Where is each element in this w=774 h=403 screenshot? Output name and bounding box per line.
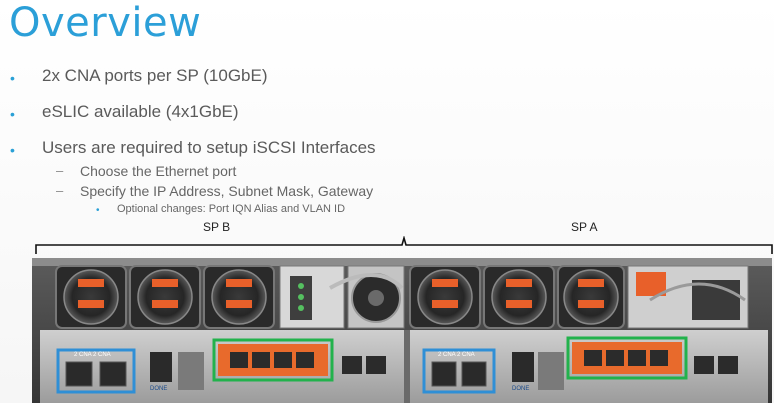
sub-sub-bullet-optional-changes: Optional changes: Port IQN Alias and VLA…	[117, 203, 346, 215]
cna-port-label-sp-a: 2 CNA 2 CNA	[438, 352, 475, 358]
dash-marker: –	[56, 183, 64, 198]
sp-b-label: SP B	[203, 220, 231, 234]
sp-b-ports	[56, 338, 386, 394]
bullet-marker-small: •	[96, 205, 100, 216]
bullet-marker: •	[10, 106, 15, 122]
sub-bullet-ethernet-port: Choose the Ethernet port	[80, 163, 237, 179]
done-label-sp-b: DONE	[150, 386, 168, 392]
sub-bullet-ip-settings: Specify the IP Address, Subnet Mask, Gat…	[80, 183, 374, 199]
bullet-eslic: eSLIC available (4x1GbE)	[42, 102, 239, 121]
cna-highlight-sp-b	[56, 348, 136, 394]
cna-port-label-sp-b: 2 CNA 2 CNA	[74, 352, 111, 358]
dash-marker: –	[56, 163, 64, 178]
power-module-sp-b	[279, 265, 405, 329]
fan-module-sp-a	[409, 265, 625, 329]
bullet-marker: •	[10, 70, 15, 86]
bullet-cna-ports: 2x CNA ports per SP (10GbE)	[42, 66, 268, 85]
bullet-iscsi-setup: Users are required to setup iSCSI Interf…	[42, 138, 376, 157]
slide-title: Overview	[9, 0, 202, 46]
bullet-marker: •	[10, 142, 15, 158]
sp-a-ports	[422, 336, 738, 394]
bullet-list: • 2x CNA ports per SP (10GbE) • eSLIC av…	[10, 66, 376, 216]
done-label-sp-a: DONE	[512, 386, 530, 392]
fan-module-sp-b	[55, 265, 275, 329]
power-module-sp-a	[627, 265, 749, 329]
sp-a-label: SP A	[571, 220, 598, 234]
eslic-highlight-sp-a	[566, 336, 688, 380]
cna-highlight-sp-a	[422, 348, 496, 394]
eslic-highlight-sp-b	[212, 338, 334, 382]
sp-brace	[35, 236, 773, 254]
